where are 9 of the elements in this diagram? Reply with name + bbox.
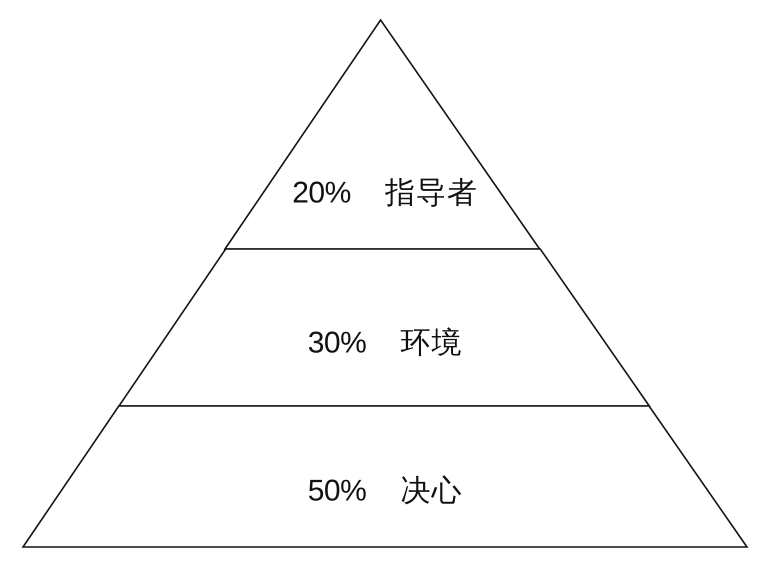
pyramid-tier <box>225 20 540 249</box>
pyramid-tier <box>23 406 747 547</box>
tier-label: 决心 <box>400 474 462 508</box>
tier-label: 环境 <box>400 326 462 360</box>
tier-label: 指导者 <box>384 176 478 210</box>
percentage-label: 30% <box>308 326 366 360</box>
percentage-label: 50% <box>308 474 366 508</box>
pyramid-tier <box>118 249 650 406</box>
percentage-label: 20% <box>292 176 351 210</box>
